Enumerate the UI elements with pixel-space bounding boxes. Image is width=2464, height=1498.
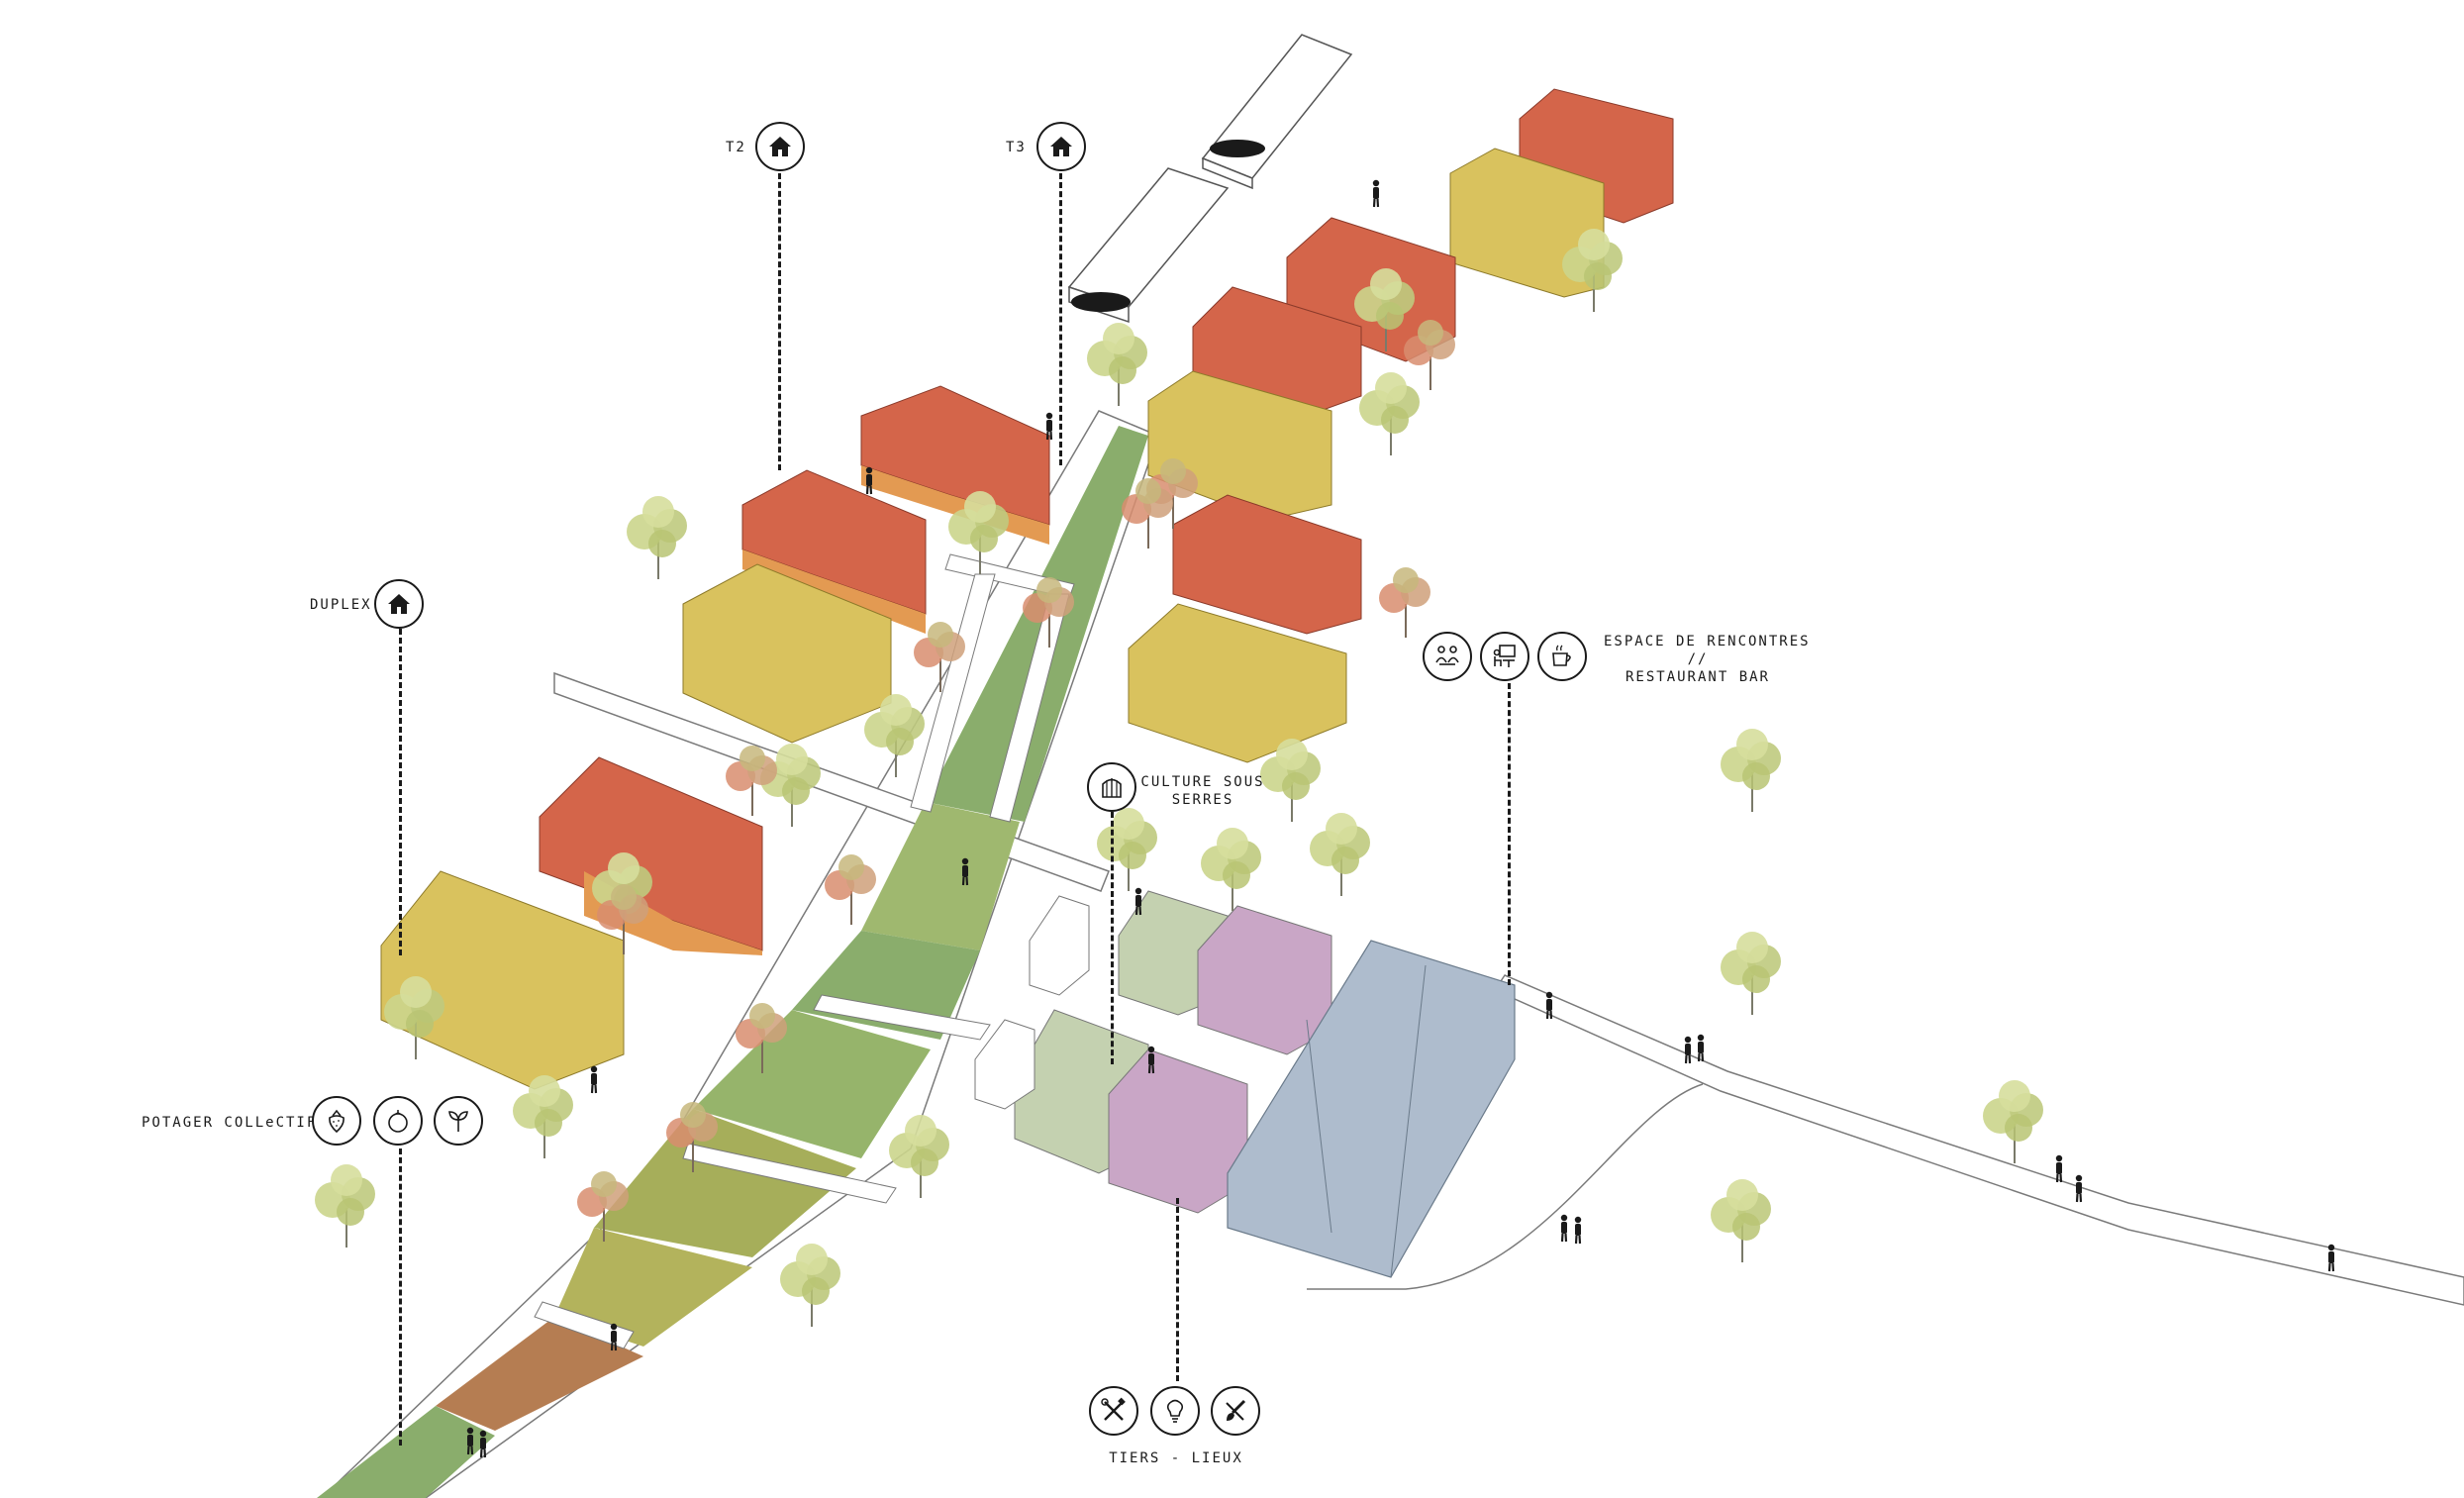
potager-label: POTAGER COLLeCTIF (142, 1115, 317, 1131)
duplex-leader-line (399, 629, 402, 955)
paintbrush-icon (1211, 1386, 1260, 1436)
culture-label-line2: SERRES (1138, 792, 1267, 808)
t2-label: T2 (726, 140, 746, 155)
espace-leader-line (1508, 683, 1511, 985)
greenhouse-icon (1087, 762, 1136, 812)
culture-label-line1: CULTURE SOUS (1138, 774, 1267, 790)
t3-leader-line (1059, 173, 1062, 465)
people-meeting-icon (1423, 632, 1472, 681)
strawberry-icon (312, 1096, 361, 1146)
culture-leader-line (1111, 812, 1114, 1064)
house-icon (755, 122, 805, 171)
third-place-blocks (975, 891, 1515, 1277)
house-icon (1036, 122, 1086, 171)
house-icon (374, 579, 424, 629)
coffee-cup-icon (1537, 632, 1587, 681)
tomato-icon (373, 1096, 423, 1146)
espace-label-line1: ESPACE DE RENCONTRES (1604, 634, 1792, 649)
lightbulb-icon (1150, 1386, 1200, 1436)
potager-leader-line (399, 1148, 402, 1446)
espace-label-line2: // (1604, 651, 1792, 667)
espace-label-line3: RESTAURANT BAR (1604, 669, 1792, 685)
duplex-label: DUPLEX (310, 597, 372, 613)
tools-icon (1089, 1386, 1138, 1436)
tiers-label: TIERS - LIEUX (1087, 1450, 1265, 1466)
t2-leader-line (778, 173, 781, 470)
seedling-icon (434, 1096, 483, 1146)
tiers-leader-line (1176, 1198, 1179, 1381)
t3-label: T3 (1006, 140, 1027, 155)
dining-table-icon (1480, 632, 1529, 681)
